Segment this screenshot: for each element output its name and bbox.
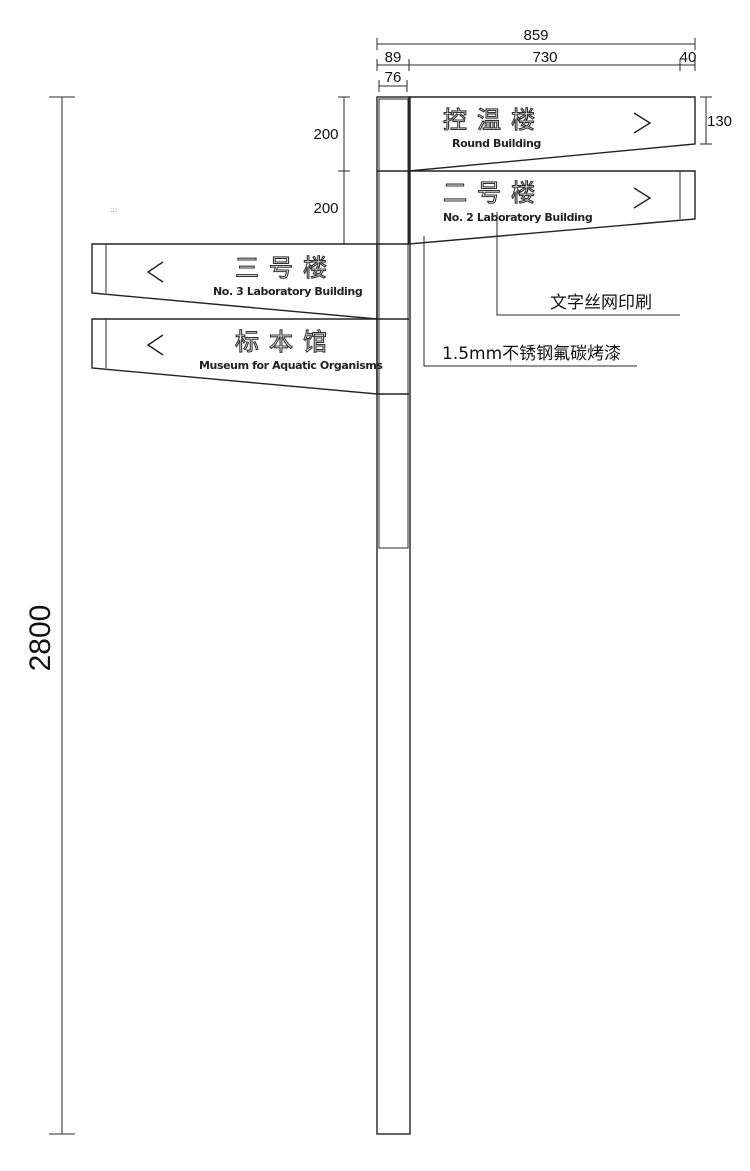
dim-label-sign-height: 130 bbox=[707, 113, 732, 130]
dim-label-tip: 40 bbox=[680, 49, 697, 66]
sign-lab-building-3: 三号楼 No. 3 Laboratory Building bbox=[91, 243, 378, 320]
dim-label-spacing-1: 200 bbox=[313, 126, 338, 143]
small-mark: ::: bbox=[110, 206, 117, 214]
arrow-left-icon bbox=[146, 261, 164, 283]
sign-round-building: 控温楼 Round Building bbox=[408, 96, 696, 172]
sign-3-chinese: 三号楼 bbox=[235, 254, 337, 282]
dimension-spacing: 200 200 bbox=[313, 96, 350, 245]
note-material-text: 1.5mm不锈钢氟碳烤漆 bbox=[442, 344, 621, 364]
sign-1-chinese: 控温楼 bbox=[443, 106, 545, 134]
dimension-post-width: 76 bbox=[378, 69, 408, 92]
sign-lab-building-2: 二号楼 No. 2 Laboratory Building bbox=[408, 170, 696, 245]
sign-2-english: No. 2 Laboratory Building bbox=[443, 211, 592, 224]
dim-label-total-height: 2800 bbox=[24, 605, 57, 672]
arrow-right-icon bbox=[633, 112, 652, 134]
dimension-total-width: 859 bbox=[376, 27, 696, 50]
sign-4-english: Museum for Aquatic Organisms bbox=[199, 359, 383, 372]
dim-label-post-width: 76 bbox=[385, 69, 402, 86]
dim-label-sign-length: 730 bbox=[532, 49, 557, 66]
arrow-right-icon bbox=[633, 187, 652, 209]
sign-2-chinese: 二号楼 bbox=[443, 179, 545, 207]
sign-3-english: No. 3 Laboratory Building bbox=[213, 285, 362, 298]
dimension-sign-height: 130 bbox=[700, 96, 732, 145]
dim-label-post-offset: 89 bbox=[385, 49, 402, 66]
sign-4-chinese: 标本馆 bbox=[235, 328, 337, 356]
dimension-segments: 89 730 40 bbox=[376, 49, 697, 71]
note-printing-text: 文字丝网印刷 bbox=[550, 293, 652, 313]
note-material: 1.5mm不锈钢氟碳烤漆 bbox=[423, 236, 637, 367]
note-printing: 文字丝网印刷 bbox=[496, 212, 680, 316]
sign-museum: 标本馆 Museum for Aquatic Organisms bbox=[91, 318, 384, 395]
dimension-total-height: 2800 bbox=[24, 96, 75, 1135]
arrow-left-icon bbox=[146, 334, 164, 356]
dim-label-total-width: 859 bbox=[523, 27, 548, 44]
post bbox=[376, 96, 411, 1135]
sign-1-english: Round Building bbox=[452, 137, 541, 150]
dim-label-spacing-2: 200 bbox=[313, 200, 338, 217]
